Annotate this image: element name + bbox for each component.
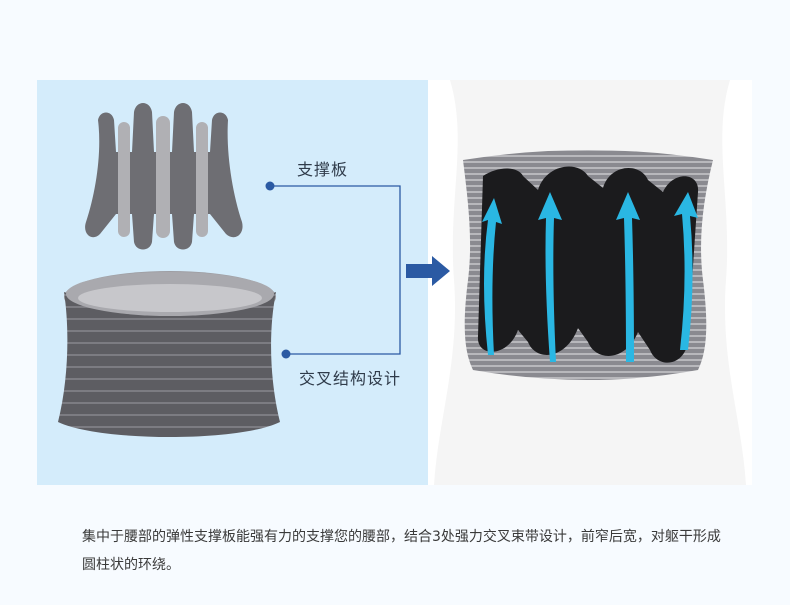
connector-lines bbox=[265, 181, 450, 359]
product-photo bbox=[428, 80, 752, 485]
connector-dot bbox=[265, 181, 275, 191]
right-arrow-icon bbox=[406, 256, 450, 286]
arrow-up-icon bbox=[674, 192, 698, 350]
support-plate-label: 支撑板 bbox=[297, 160, 349, 179]
product-description: 集中于腰部的弹性支撑板能强有力的支撑您的腰部，结合3处强力交叉束带设计，前窄后宽… bbox=[82, 529, 721, 573]
support-arrows bbox=[482, 192, 698, 362]
connector-dot bbox=[281, 349, 291, 359]
support-plate-front bbox=[477, 166, 699, 363]
component-illustrations bbox=[58, 103, 280, 437]
cross-structure-label: 交叉结构设计 bbox=[299, 369, 402, 388]
arrow-up-icon bbox=[482, 198, 502, 355]
belt-photo bbox=[434, 80, 746, 485]
support-plate-illustration bbox=[85, 103, 243, 250]
arrow-up-icon bbox=[538, 192, 562, 362]
cross-strap-illustration bbox=[58, 271, 280, 437]
connector-line bbox=[270, 185, 401, 355]
arrow-up-icon bbox=[616, 192, 640, 362]
